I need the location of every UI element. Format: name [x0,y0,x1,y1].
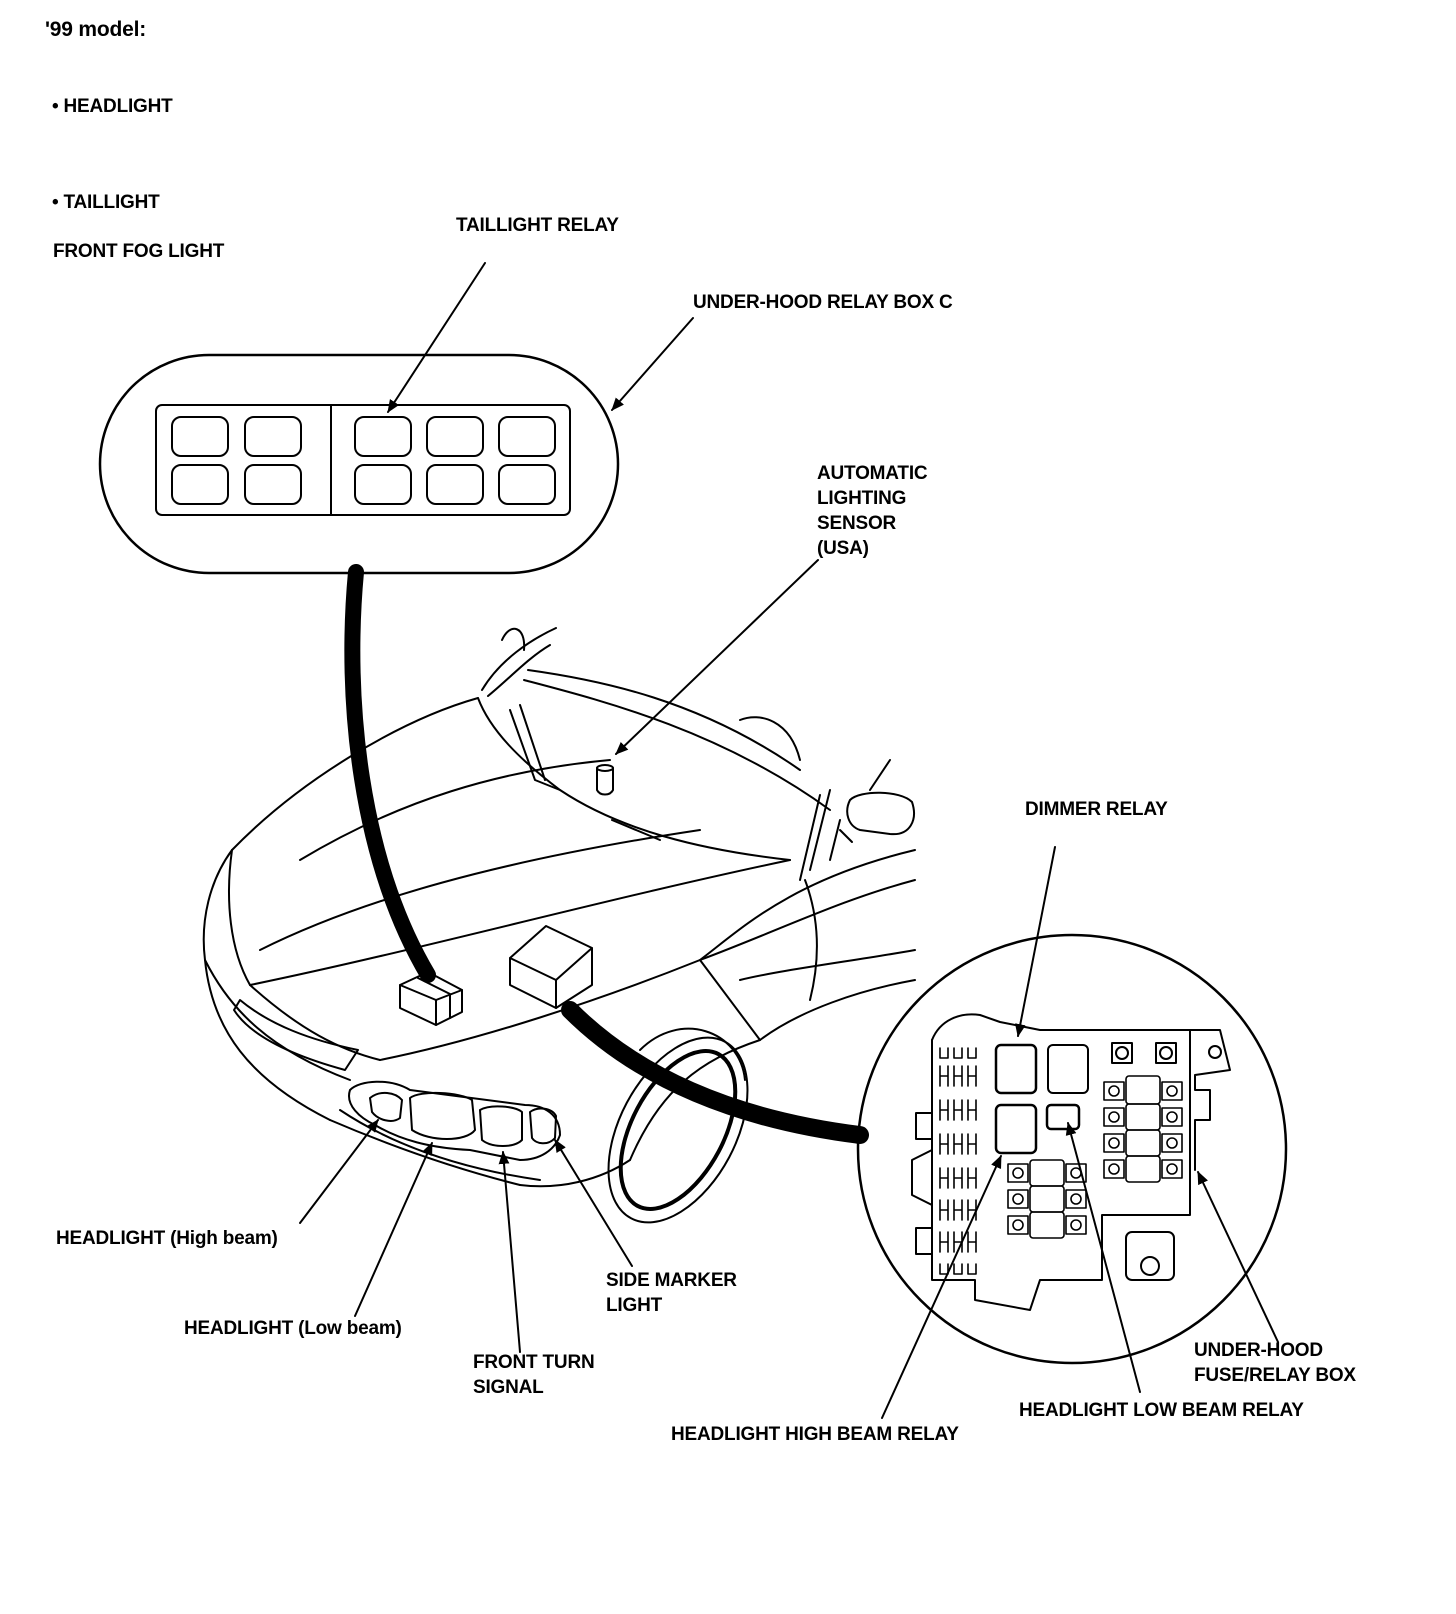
relay-box-c-label: UNDER-HOOD RELAY BOX C [693,292,953,313]
turn-signal-line-2: SIGNAL [473,1377,544,1398]
side-marker-light-label: SIDE MARKER LIGHT [606,1268,737,1318]
low-beam-lamp [409,1091,476,1140]
fuse-box-line-1: UNDER-HOOD [1194,1340,1323,1361]
callout-band-right [561,1001,869,1144]
high-beam-relay-shape [994,1103,1038,1155]
headlight-low-beam-label: HEADLIGHT (Low beam) [184,1318,402,1339]
fuse-relay-box-callout [856,933,1288,1365]
turn-signal-line-1: FRONT TURN [473,1352,595,1373]
turn-signal-lamp [479,1105,523,1147]
relay-boxes-on-car [399,925,593,1026]
headlight-high-beam-relay-label: HEADLIGHT HIGH BEAM RELAY [671,1424,959,1445]
front-fog-light-heading: FRONT FOG LIGHT [53,241,225,262]
taillight-relay-label: TAILLIGHT RELAY [456,215,619,236]
sensor-label-line-3: SENSOR [817,513,897,534]
dimmer-relay-label: DIMMER RELAY [1025,799,1168,820]
dimmer-relay-shape [994,1043,1038,1095]
bullet-taillight: • TAILLIGHT [52,192,160,213]
headlight-high-beam-label: HEADLIGHT (High beam) [56,1228,278,1249]
fuse-box-line-2: FUSE/RELAY BOX [1194,1365,1356,1386]
sensor-label-line-2: LIGHTING [817,488,907,509]
high-beam-lamp [369,1092,403,1122]
sensor-label-line-1: AUTOMATIC [817,463,928,484]
side-marker-lamp [529,1107,557,1145]
taillight-relay-shape [354,416,412,457]
low-beam-relay-shape [1045,1103,1081,1131]
front-turn-signal-label: FRONT TURN SIGNAL [473,1350,595,1400]
side-marker-line-1: SIDE MARKER [606,1270,737,1291]
under-hood-fuse-relay-box-label: UNDER-HOOD FUSE/RELAY BOX [1194,1338,1356,1388]
headlight-low-beam-relay-label: HEADLIGHT LOW BEAM RELAY [1019,1400,1304,1421]
automatic-lighting-sensor-label: AUTOMATIC LIGHTING SENSOR (USA) [817,461,928,561]
callout-band-left [344,564,436,983]
car-body [202,627,916,1224]
side-marker-line-2: LIGHT [606,1295,662,1316]
relay-box-c-callout [98,353,620,575]
bullet-headlight: • HEADLIGHT [52,96,173,117]
leader-lines [299,262,1279,1419]
sensor-label-line-4: (USA) [817,538,869,559]
model-heading: '99 model: [45,18,147,41]
